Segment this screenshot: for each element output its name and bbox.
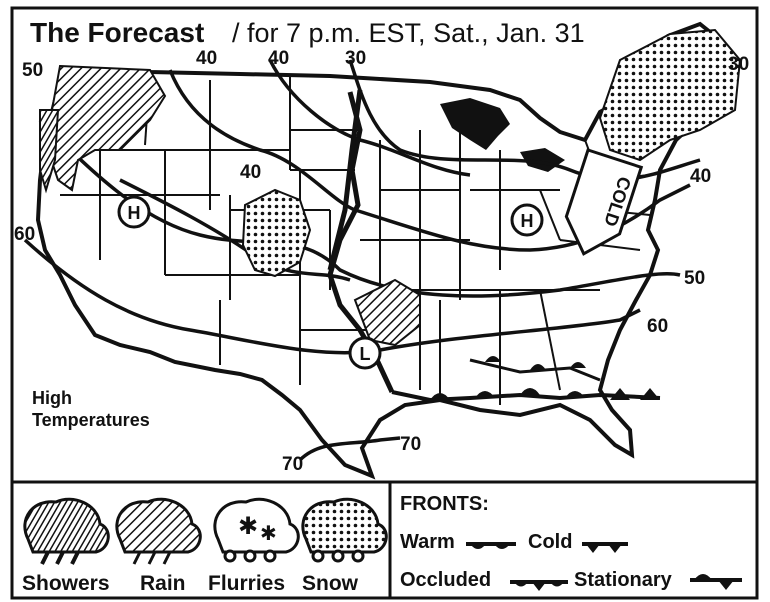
occluded-front-symbol	[510, 580, 568, 591]
temp-label-40-east: 40	[690, 166, 711, 187]
front-occluded-label: Occluded	[400, 569, 491, 591]
us-outline	[35, 21, 738, 480]
temp-label-60-west: 60	[14, 224, 35, 245]
cold-front-symbol	[582, 542, 628, 553]
temp-label-30-north: 30	[345, 48, 366, 69]
temp-label-40-central: 40	[240, 162, 261, 183]
map-title: The Forecast	[30, 17, 204, 48]
front-stationary-label: Stationary	[574, 569, 673, 591]
svg-text:L: L	[360, 344, 371, 364]
high-pressure-east: H	[510, 203, 544, 237]
svg-text:✱: ✱	[238, 512, 258, 540]
fronts-title: FRONTS:	[400, 493, 489, 515]
outer-frame	[10, 6, 759, 600]
temp-label-40-north-a: 40	[196, 48, 217, 69]
front-lines	[327, 89, 661, 403]
front-cold-label: Cold	[528, 531, 572, 553]
temp-label-60-southeast: 60	[647, 316, 668, 337]
snow-icon	[301, 497, 388, 563]
svg-text:H: H	[128, 203, 141, 223]
legend-flurries-label: Flurries	[208, 572, 285, 595]
high-pressure-west: H	[117, 195, 151, 229]
low-pressure-south: L	[348, 336, 382, 370]
svg-text:H: H	[521, 211, 534, 231]
temp-label-70-gulf: 70	[400, 434, 421, 455]
svg-text:✱: ✱	[260, 521, 277, 545]
snow-area-rockies	[241, 188, 312, 278]
state-lines	[60, 69, 651, 405]
map-subtitle: / for 7 p.m. EST, Sat., Jan. 31	[232, 18, 585, 48]
rain-icon	[115, 497, 202, 565]
legend-showers-label: Showers	[22, 572, 110, 595]
temp-label-70-texas: 70	[282, 454, 303, 475]
legend-snow-label: Snow	[302, 572, 359, 595]
temp-label-30-east: 30	[728, 54, 749, 75]
snow-area-northeast	[598, 28, 742, 162]
cold-banner: COLD	[564, 148, 644, 256]
flurries-icon: ✱ ✱	[213, 497, 300, 563]
great-lakes	[440, 98, 565, 172]
front-warm-label: Warm	[400, 531, 455, 553]
temp-label-50-southeast: 50	[684, 268, 705, 289]
legend-rain-label: Rain	[140, 572, 186, 595]
stationary-front-symbol	[690, 574, 742, 590]
warm-front-symbol	[466, 542, 516, 549]
temp-label-50-west: 50	[22, 60, 43, 81]
high-temperatures-label-line2: Temperatures	[32, 410, 150, 430]
showers-area-west-coast	[39, 109, 60, 194]
high-temperatures-label-line1: High	[32, 388, 72, 408]
showers-icon	[23, 497, 110, 565]
temp-label-40-north-b: 40	[268, 48, 289, 69]
